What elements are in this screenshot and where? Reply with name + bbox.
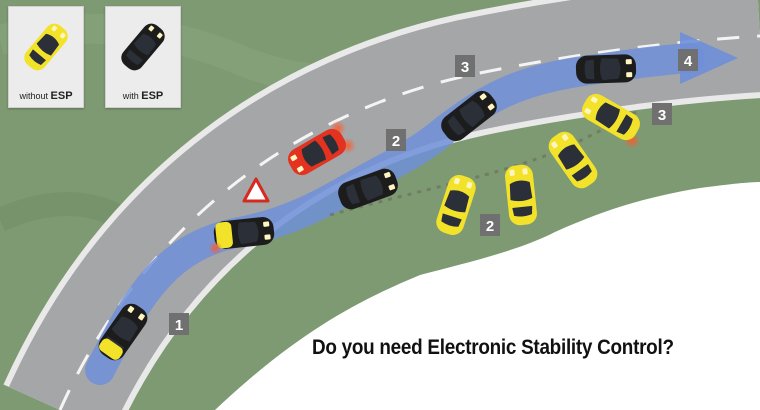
- white-area: [215, 182, 760, 410]
- legend-with-esp: with ESP: [105, 6, 181, 108]
- legend-without-brand: ESP: [50, 90, 73, 102]
- car-no-esp-pos-4: [578, 89, 644, 149]
- step-badge-4-label: 4: [684, 53, 693, 70]
- legend-with-esp-label: with ESP: [106, 90, 180, 102]
- car-esp-pos-1: [94, 299, 152, 365]
- step-badge-3-esp: 3: [455, 55, 475, 77]
- step-badge-2-no-esp-label: 2: [486, 218, 494, 235]
- caption-text: Do you need Electronic Stability Control…: [312, 336, 674, 359]
- car-oncoming-red: [284, 120, 356, 180]
- legend-with-brand: ESP: [141, 90, 164, 102]
- legend-with-prefix: with: [122, 91, 139, 101]
- step-badge-2-no-esp: 2: [480, 214, 500, 236]
- car-esp-pos-5: [575, 53, 637, 85]
- legend-without-esp-label: without ESP: [9, 90, 83, 102]
- step-badge-2-esp-label: 2: [392, 133, 400, 150]
- step-badge-3-no-esp-label: 3: [658, 107, 666, 124]
- legend-without-prefix: without: [19, 91, 48, 101]
- legend-without-esp: without ESP: [8, 6, 84, 108]
- step-badge-1-label: 1: [175, 317, 183, 334]
- step-badge-3-esp-label: 3: [461, 59, 469, 76]
- car-esp-pos-2: [208, 215, 276, 256]
- warning-triangle-icon: [242, 177, 270, 203]
- step-badge-3-no-esp: 3: [652, 103, 672, 125]
- step-badge-4: 4: [678, 49, 698, 71]
- step-badge-2-esp: 2: [386, 129, 406, 151]
- step-badge-1: 1: [169, 313, 189, 335]
